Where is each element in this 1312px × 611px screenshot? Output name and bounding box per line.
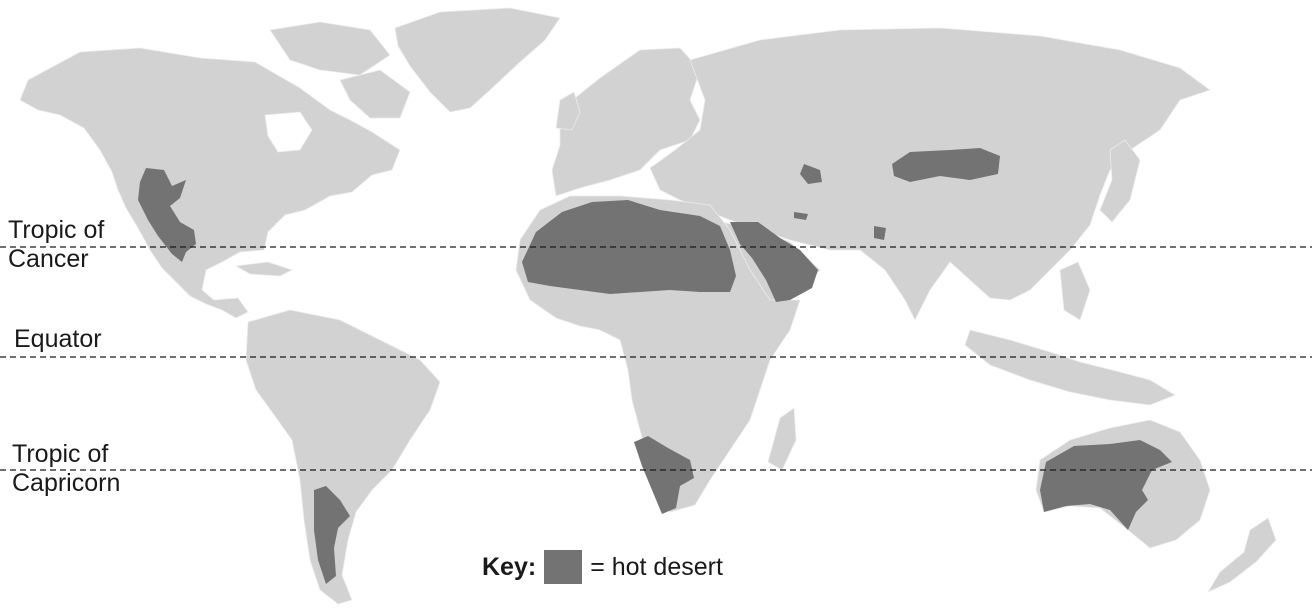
tropic-of-cancer-label-line2: Cancer: [8, 244, 89, 273]
tropic-of-cancer-label: Tropic of Cancer: [8, 216, 104, 274]
land-new-zealand: [1206, 517, 1277, 593]
land-greenland: [394, 7, 561, 113]
tropic-of-capricorn-label: Tropic of Capricorn: [12, 440, 120, 498]
desert-north-america: [138, 168, 196, 262]
land-baffin-island: [339, 69, 411, 119]
tropic-of-capricorn-label-line1: Tropic of: [12, 440, 109, 468]
desert-thar: [874, 226, 886, 240]
desert-thar-small: [794, 212, 808, 220]
desert-arabian: [730, 222, 818, 302]
tropic-of-cancer-label-line1: Tropic of: [8, 216, 105, 244]
land-madagascar: [767, 407, 797, 471]
equator-label: Equator: [14, 325, 102, 353]
hot-desert-swatch: [544, 550, 583, 584]
desert-patagonia: [314, 486, 350, 584]
land-europe: [551, 47, 701, 197]
land-north-america: [19, 47, 401, 319]
land-masses: [19, 7, 1277, 605]
land-caribbean: [234, 261, 294, 277]
key-text: = hot desert: [590, 552, 723, 581]
land-arctic-islands: [269, 21, 391, 76]
desert-iran: [800, 164, 822, 184]
hot-deserts: [138, 148, 1172, 584]
land-philippines: [1059, 261, 1091, 321]
land-uk: [555, 91, 581, 131]
map-key: Key: = hot desert: [482, 550, 723, 584]
key-title: Key:: [482, 552, 537, 581]
tropic-of-capricorn-label-line2: Capricorn: [12, 468, 121, 497]
land-indonesia: [964, 329, 1176, 406]
desert-kalahari: [634, 436, 694, 514]
desert-sahara: [522, 200, 736, 294]
land-south-america: [245, 309, 441, 605]
desert-gobi: [892, 148, 1000, 182]
desert-australia: [1040, 440, 1172, 530]
land-japan: [1099, 139, 1141, 223]
reference-lines: [0, 246, 1312, 471]
water-hudson-bay: [264, 111, 313, 153]
